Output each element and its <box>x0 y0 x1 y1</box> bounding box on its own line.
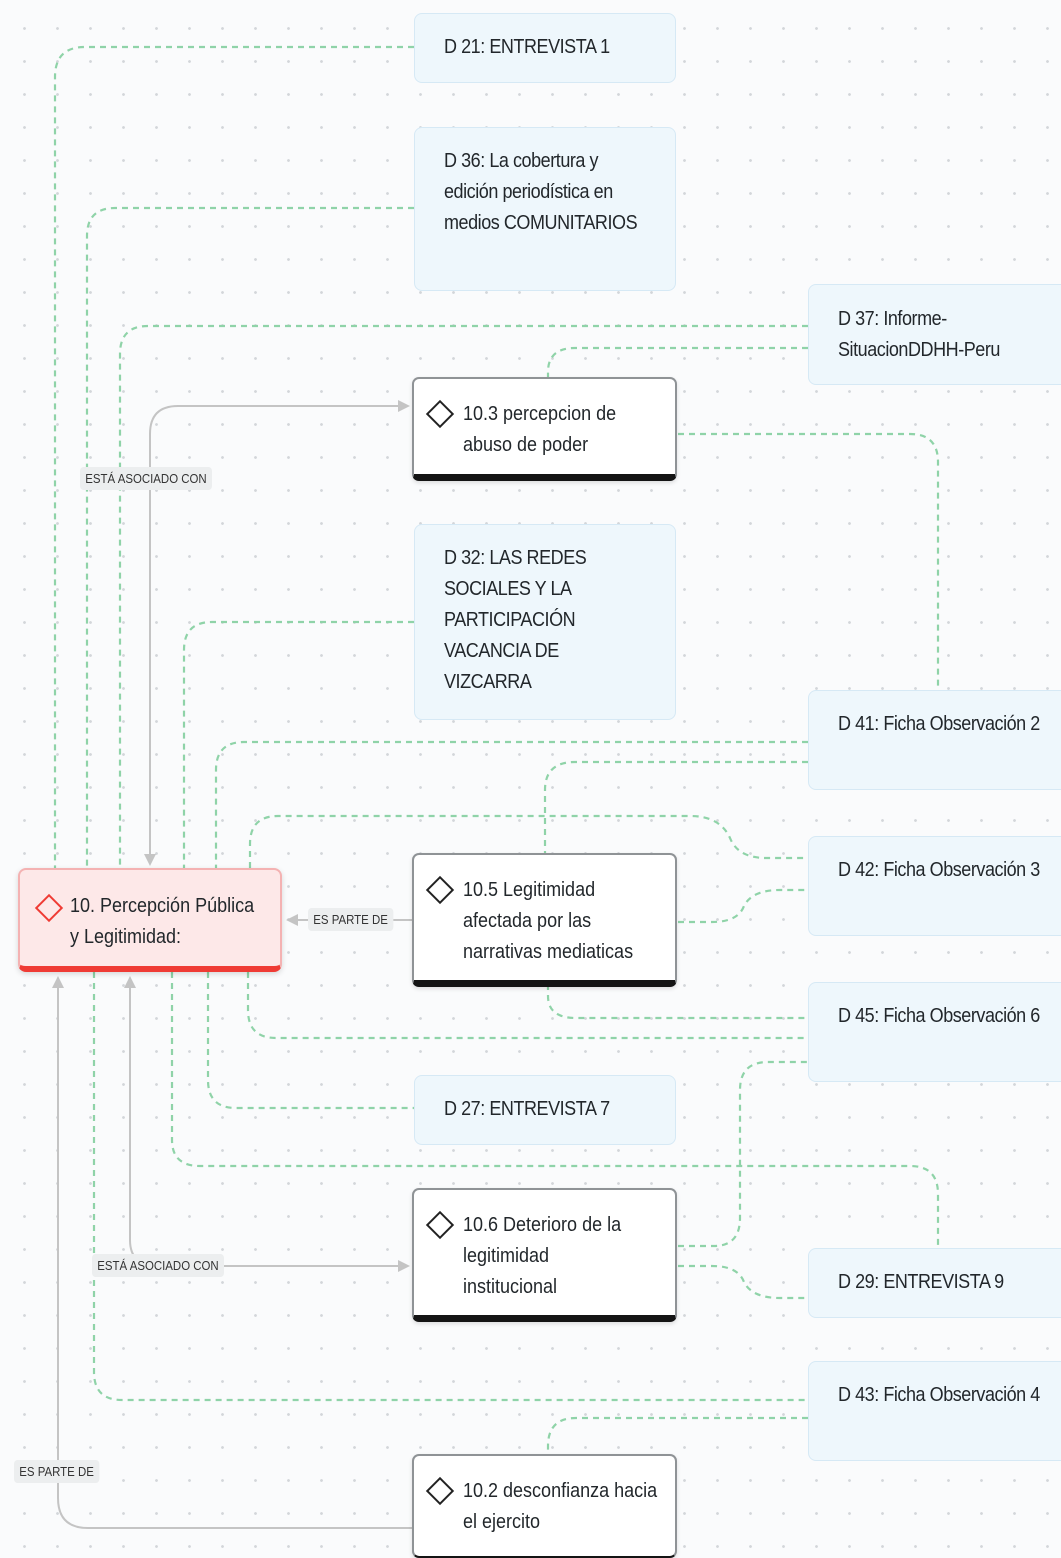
link-d32 <box>182 620 414 868</box>
document-label: D 42: Ficha Observación 3 <box>838 859 1040 881</box>
document-label: D 21: ENTREVISTA 1 <box>444 36 610 58</box>
code-node-10-6[interactable]: 10.6 Deterioro de la legitimidad institu… <box>412 1188 677 1322</box>
document-node-d29[interactable]: D 29: ENTREVISTA 9 <box>808 1248 1061 1318</box>
link-d43-main <box>92 972 808 1402</box>
document-node-d36[interactable]: D 36: La cobertura y edición periodístic… <box>414 127 676 291</box>
link-d45-main <box>246 972 808 1040</box>
arrowhead <box>124 976 136 988</box>
link-d45-code105 <box>546 984 808 1020</box>
link-d37-code <box>546 346 808 380</box>
link-d27 <box>206 972 414 1110</box>
link-parte-de-bottom <box>57 984 412 1529</box>
arrowhead <box>52 976 64 988</box>
diamond-icon <box>425 399 455 429</box>
document-node-d41[interactable]: D 41: Ficha Observación 2 <box>808 690 1061 790</box>
relation-label-asociado-top[interactable]: ESTÁ ASOCIADO CON <box>80 467 212 490</box>
document-label: D 27: ENTREVISTA 7 <box>444 1098 610 1120</box>
diamond-icon <box>425 1476 455 1506</box>
relation-label-asociado-bottom[interactable]: ESTÁ ASOCIADO CON <box>92 1254 224 1277</box>
code-label: 10.3 percepcion de abuso de poder <box>463 403 617 456</box>
link-d43-code <box>546 1416 808 1454</box>
link-d21 <box>53 45 414 868</box>
link-d41-code105 <box>543 760 808 853</box>
code-label: 10.6 Deterioro de la legitimidad institu… <box>463 1214 622 1298</box>
main-code-node[interactable]: 10. Percepción Pública y Legitimidad: <box>18 868 282 972</box>
document-label: D 32: LAS REDES SOCIALES Y LA PARTICIPAC… <box>444 547 587 693</box>
main-code-label: 10. Percepción Pública y Legitimidad: <box>70 895 255 948</box>
link-d41-code103 <box>678 432 940 690</box>
code-node-10-2[interactable]: 10.2 desconfianza hacia el ejercito <box>412 1454 677 1558</box>
document-label: D 45: Ficha Observación 6 <box>838 1005 1040 1027</box>
code-label: 10.2 desconfianza hacia el ejercito <box>463 1480 658 1533</box>
arrowhead <box>286 914 298 926</box>
code-node-10-5[interactable]: 10.5 Legitimidad afectada por las narrat… <box>412 853 677 987</box>
link-d45-code106 <box>678 1060 808 1248</box>
document-label: D 36: La cobertura y edición periodístic… <box>444 150 638 234</box>
document-node-d37[interactable]: D 37: Informe- SituacionDDHH-Peru <box>808 284 1061 385</box>
document-node-d32[interactable]: D 32: LAS REDES SOCIALES Y LA PARTICIPAC… <box>414 524 676 720</box>
link-d42-code <box>678 888 808 924</box>
arrowhead <box>144 854 156 866</box>
document-node-d42[interactable]: D 42: Ficha Observación 3 <box>808 836 1061 936</box>
link-asociado-bottom <box>129 984 402 1267</box>
arrowhead <box>398 1260 410 1272</box>
document-node-d21[interactable]: D 21: ENTREVISTA 1 <box>414 13 676 83</box>
diamond-icon <box>425 1210 455 1240</box>
relation-label-parte-de-mid[interactable]: ES PARTE DE <box>308 908 394 931</box>
link-d36 <box>85 206 414 868</box>
relation-label-parte-de-bottom[interactable]: ES PARTE DE <box>14 1460 100 1483</box>
link-d42-main <box>248 814 808 868</box>
diamond-icon <box>34 893 64 923</box>
document-label: D 37: Informe- SituacionDDHH-Peru <box>838 308 1000 361</box>
document-node-d27[interactable]: D 27: ENTREVISTA 7 <box>414 1075 676 1145</box>
arrowhead <box>398 400 410 412</box>
document-label: D 41: Ficha Observación 2 <box>838 713 1040 735</box>
link-d29-main <box>170 972 940 1248</box>
link-d29-code <box>678 1264 808 1300</box>
link-d41-main <box>214 740 808 868</box>
document-label: D 29: ENTREVISTA 9 <box>838 1271 1004 1293</box>
document-node-d45[interactable]: D 45: Ficha Observación 6 <box>808 982 1061 1082</box>
code-node-10-3[interactable]: 10.3 percepcion de abuso de poder <box>412 377 677 481</box>
code-label: 10.5 Legitimidad afectada por las narrat… <box>463 879 634 963</box>
link-asociado-top <box>149 405 402 860</box>
diamond-icon <box>425 875 455 905</box>
document-label: D 43: Ficha Observación 4 <box>838 1384 1040 1406</box>
link-d37-main <box>118 324 808 868</box>
document-node-d43[interactable]: D 43: Ficha Observación 4 <box>808 1361 1061 1461</box>
